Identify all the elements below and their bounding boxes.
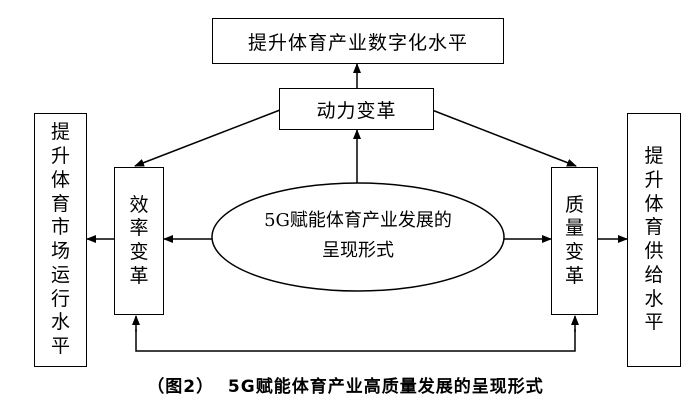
power-box-label: 动力变革 bbox=[316, 99, 397, 122]
arrow-power-efficiency bbox=[134, 103, 290, 167]
arrow-power-quality bbox=[422, 103, 577, 167]
figure-caption: （图2） 5G赋能体育产业高质量发展的呈现形式 bbox=[147, 377, 544, 397]
efficiency-box: 效率变革 bbox=[114, 167, 164, 315]
center-ellipse bbox=[211, 182, 505, 292]
quality-box: 质量变革 bbox=[551, 167, 598, 315]
center-line-1: 5G赋能体育产业发展的 bbox=[264, 210, 452, 231]
left-outer-box-label: 提升体育市场运行水平 bbox=[50, 121, 70, 357]
quality-box-label: 质量变革 bbox=[564, 193, 584, 287]
center-ellipse-text: 5G赋能体育产业发展的 呈现形式 bbox=[214, 206, 502, 266]
top-box: 提升体育产业数字化水平 bbox=[212, 18, 504, 64]
bottom-loop-line bbox=[135, 329, 576, 352]
center-line-2: 呈现形式 bbox=[322, 240, 394, 261]
power-box: 动力变革 bbox=[279, 88, 434, 130]
top-box-label: 提升体育产业数字化水平 bbox=[247, 31, 468, 54]
right-outer-box-label: 提升体育供给水平 bbox=[644, 145, 664, 334]
right-outer-box: 提升体育供给水平 bbox=[627, 113, 681, 367]
left-outer-box: 提升体育市场运行水平 bbox=[34, 113, 87, 367]
efficiency-box-label: 效率变革 bbox=[129, 193, 149, 287]
